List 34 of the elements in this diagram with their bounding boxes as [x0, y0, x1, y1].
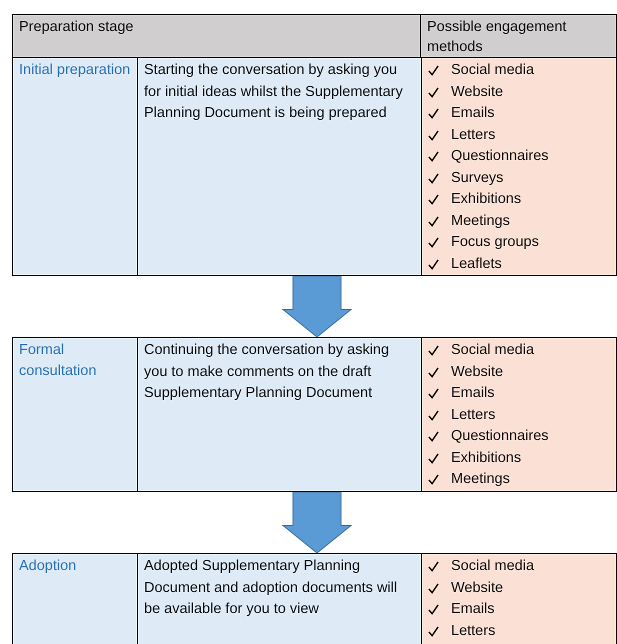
stage-description: Starting the conversation by asking you for initial ideas whilst the Supplementary Planning Document is being prepared [144, 61, 404, 123]
method-name: Surveys [451, 168, 504, 188]
method-name: Leaflets [451, 254, 502, 274]
method-name: Social media [451, 557, 534, 576]
stage-name: Initial preparation [19, 61, 130, 80]
header-cell: Preparation stage [12, 14, 421, 58]
method-name: Letters [451, 126, 496, 145]
method-name: Letters [451, 406, 496, 425]
method-name: Questionnaires [451, 147, 549, 166]
method-name: Website [451, 362, 504, 382]
stage-name: Adoption [19, 557, 76, 576]
method-name: Website [451, 578, 504, 598]
stage-description: Adopted Supplementary Planning Document and adoption documents will be available for you to view [144, 557, 398, 619]
stage-table [12, 553, 617, 644]
stage-description: Continuing the conversation by asking you to make comments on the draft Supplementary Planning Document [144, 341, 390, 403]
block-arrow [282, 276, 352, 338]
method-name: Exhibitions [451, 190, 522, 210]
block-arrow [282, 492, 352, 554]
header-cell: Possible engagement methods [421, 14, 617, 58]
method-name: Meetings [451, 212, 510, 231]
stage-name: Formal consultation [19, 341, 98, 381]
stage-table [12, 57, 617, 276]
method-name: Emails [451, 600, 495, 620]
method-name: Emails [451, 384, 495, 404]
method-name: Social media [451, 341, 534, 360]
method-name: Social media [451, 61, 534, 80]
method-name: Questionnaires [451, 427, 549, 446]
stage-table [12, 337, 617, 492]
method-name: Exhibitions [451, 448, 522, 468]
method-name: Website [451, 82, 504, 102]
method-name: Meetings [451, 470, 510, 490]
method-name: Emails [451, 104, 495, 124]
method-name: Focus groups [451, 233, 539, 252]
method-name: Letters [451, 622, 496, 641]
